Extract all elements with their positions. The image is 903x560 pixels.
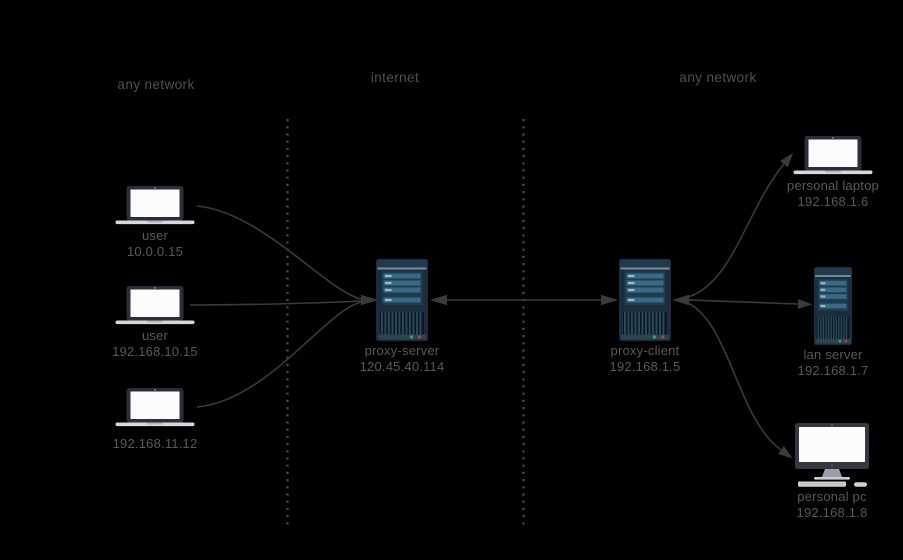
arrowhead-into-proxy-server-left <box>361 294 378 306</box>
node-ip: 10.0.0.15 <box>126 244 183 259</box>
node-ip: 192.168.1.7 <box>797 363 869 378</box>
node-label: lan server <box>803 347 863 362</box>
edge-proxy-client-to-lan-server <box>687 299 813 309</box>
laptop-icon <box>115 388 195 427</box>
laptop-icon <box>793 136 873 175</box>
node-ip: 192.168.1.5 <box>609 359 681 374</box>
node-label: user <box>141 228 169 243</box>
zone-label-internet: internet <box>370 70 420 85</box>
zone-label-any-network-right: any network <box>679 70 757 85</box>
arrowhead-into-proxy-client-left <box>601 294 618 306</box>
edge-user1-to-proxy-server <box>196 205 362 300</box>
node-proxy-client: proxy-client 192.168.1.5 <box>575 259 715 375</box>
node-proxy-server: proxy-server 120.45.40.114 <box>332 259 472 375</box>
node-label: personal pc <box>797 489 867 504</box>
node-lan-server: lan server 192.168.1.7 <box>763 267 903 379</box>
laptop-icon <box>115 186 195 225</box>
edge-proxy-client-to-personal-laptop <box>687 152 794 298</box>
arrowhead-into-proxy-server-right <box>430 294 447 306</box>
server-icon <box>376 259 428 341</box>
edge-user3-to-proxy-server <box>196 301 362 408</box>
node-personal-pc: personal pc 192.168.1.8 <box>762 423 902 521</box>
edge-user2-to-proxy-server <box>189 300 362 306</box>
node-label: proxy-server <box>364 343 440 358</box>
node-label: proxy-client <box>610 343 680 358</box>
node-ip: 192.168.1.8 <box>796 505 868 520</box>
server-icon <box>814 267 852 345</box>
node-personal-laptop: personal laptop 192.168.1.6 <box>763 136 903 210</box>
edge-proxy-client-to-personal-pc <box>687 302 793 459</box>
laptop-icon <box>115 286 195 325</box>
server-icon <box>619 259 671 341</box>
node-label: user <box>141 328 169 343</box>
zone-label-any-network-left: any network <box>117 77 195 92</box>
node-ip: 192.168.1.6 <box>797 194 869 209</box>
arrowhead-into-proxy-client-right <box>672 294 689 306</box>
node-label: personal laptop <box>787 178 879 193</box>
node-ip: 192.168.10.15 <box>112 344 198 359</box>
node-user1: user 10.0.0.15 <box>85 186 225 260</box>
node-user3: 192.168.11.12 <box>85 388 225 452</box>
node-ip: 192.168.11.12 <box>112 436 198 451</box>
node-ip: 120.45.40.114 <box>359 359 445 374</box>
node-user2: user 192.168.10.15 <box>85 286 225 360</box>
desktop-pc-icon <box>795 423 869 487</box>
